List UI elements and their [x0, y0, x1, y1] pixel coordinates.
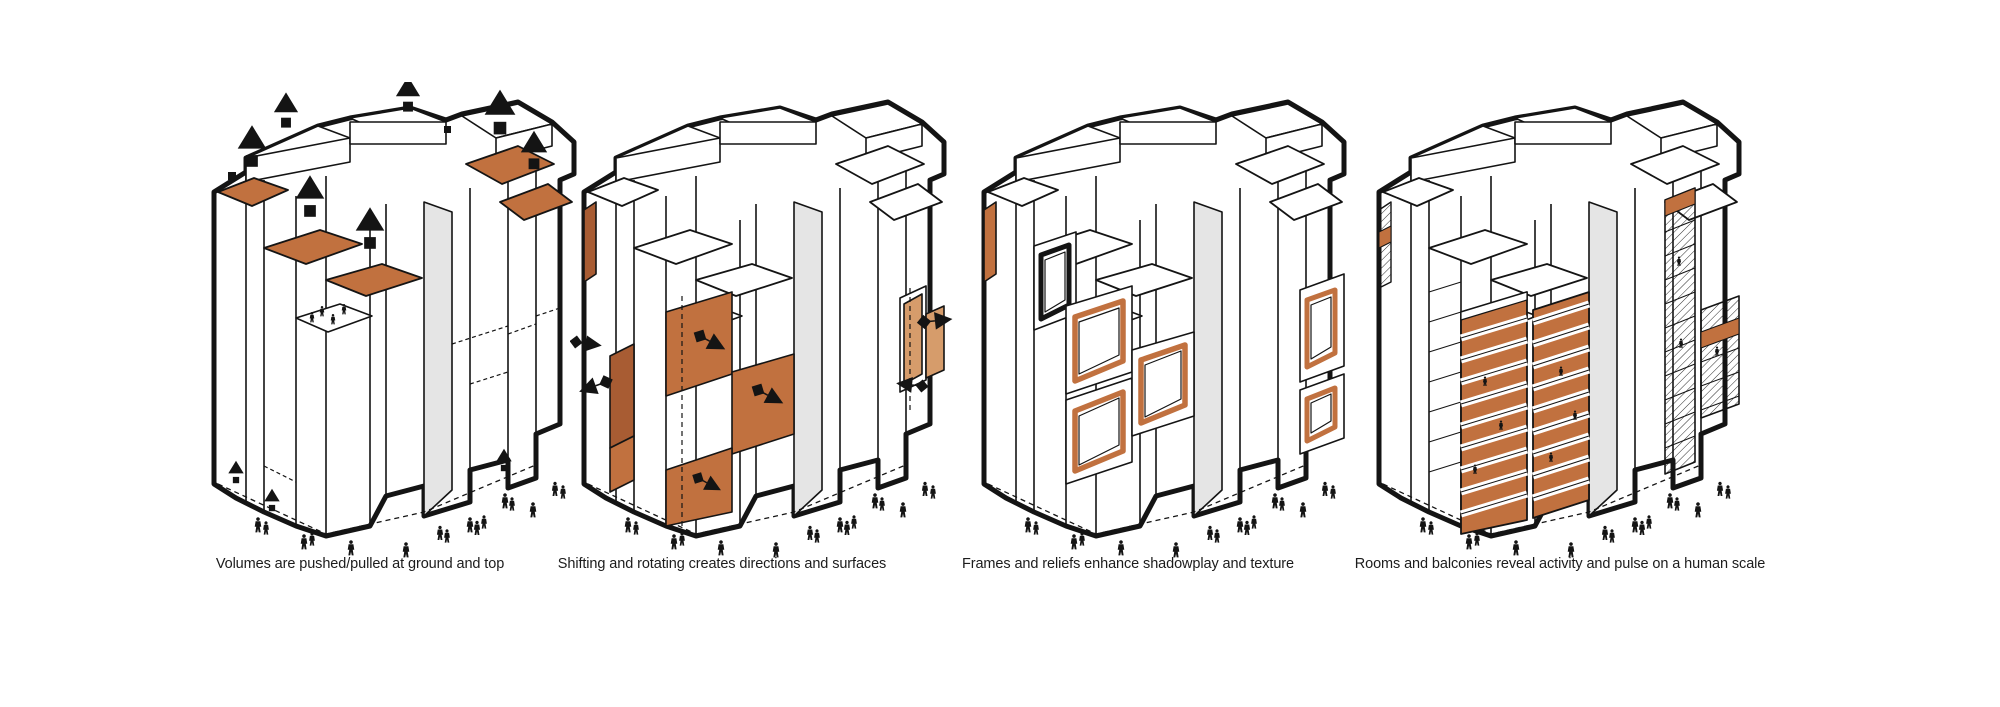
caption-rooms-balconies: Rooms and balconies reveal activity and …	[1354, 556, 1766, 572]
push-pull-arrows	[228, 82, 548, 512]
balcony-stacks	[1378, 187, 1740, 535]
diagram-panel-shift-rotate	[570, 0, 1050, 707]
caption-push-pull: Volumes are pushed/pulled at ground and …	[215, 556, 505, 572]
rooms-balconies-illustration	[1365, 82, 1785, 562]
shift-rotate-illustration	[570, 82, 955, 562]
caption-shift-rotate: Shifting and rotating creates directions…	[557, 556, 887, 572]
diagram-panel-push-pull	[200, 0, 680, 707]
caption-frames-reliefs: Frames and reliefs enhance shadowplay an…	[961, 556, 1295, 572]
diagram-panel-rooms-balconies	[1365, 0, 1845, 707]
relief-frames	[983, 201, 1345, 485]
frames-reliefs-illustration	[970, 82, 1390, 562]
diagram-panel-frames-reliefs	[970, 0, 1450, 707]
push-pull-illustration	[200, 82, 620, 562]
